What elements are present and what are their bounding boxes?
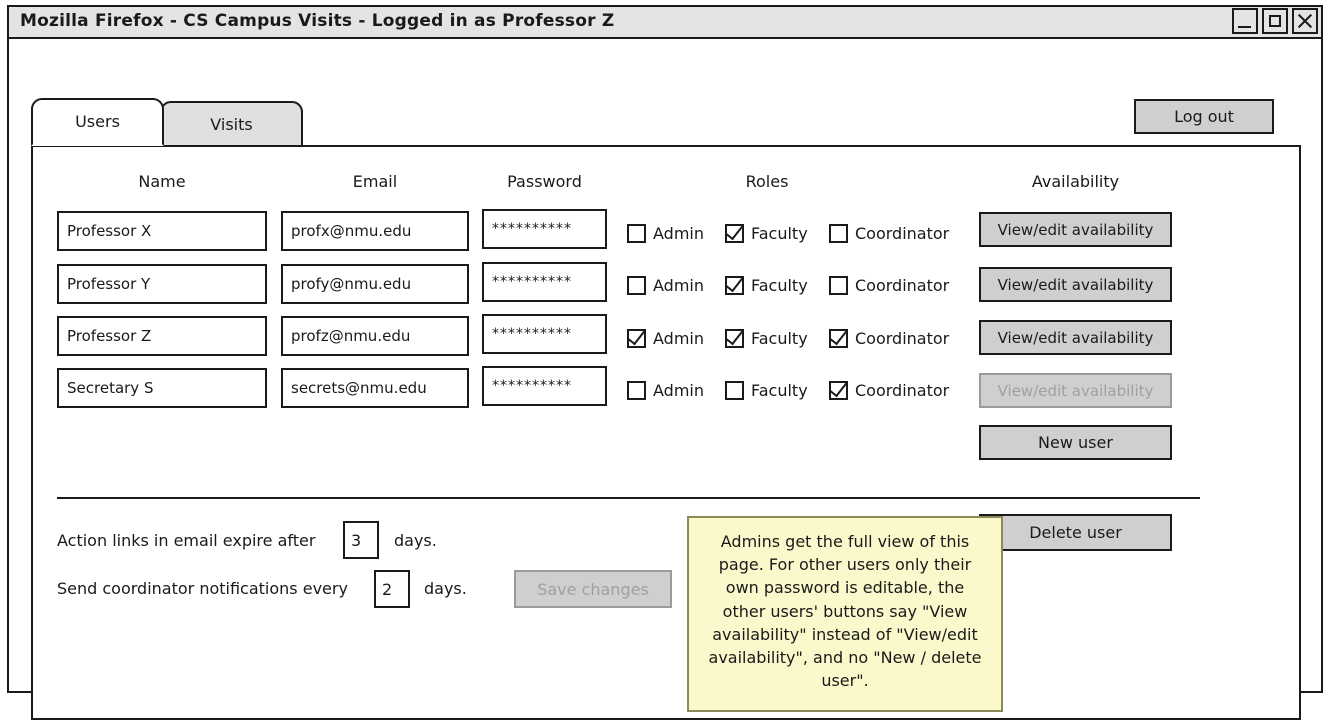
checkbox-icon — [829, 275, 848, 295]
view-edit-availability-button-disabled: View/edit availability — [979, 373, 1172, 408]
role-label-faculty: Faculty — [751, 328, 808, 348]
role-checkbox-faculty[interactable]: Faculty — [725, 265, 808, 305]
notify-setting-prefix: Send coordinator notifications every — [57, 579, 348, 598]
tab-users[interactable]: Users — [31, 98, 164, 146]
column-header-roles: Roles — [745, 172, 789, 191]
tab-users-label: Users — [75, 112, 120, 131]
checkbox-checked-icon — [627, 328, 646, 348]
role-checkbox-faculty[interactable]: Faculty — [725, 318, 808, 358]
notify-days-input[interactable]: 2 — [374, 570, 410, 608]
browser-window: Mozilla Firefox - CS Campus Visits - Log… — [7, 5, 1323, 720]
checkbox-icon — [627, 275, 646, 295]
checkbox-checked-icon — [725, 275, 744, 295]
role-label-coordinator: Coordinator — [855, 328, 950, 348]
checkbox-icon — [725, 380, 744, 400]
delete-user-label: Delete user — [1029, 523, 1122, 542]
role-label-faculty: Faculty — [751, 380, 808, 400]
maximize-icon — [1269, 15, 1281, 27]
checkbox-icon — [829, 223, 848, 243]
new-user-button[interactable]: New user — [979, 425, 1172, 460]
role-checkbox-coordinator[interactable]: Coordinator — [829, 265, 949, 305]
email-field[interactable]: secrets@nmu.edu — [281, 368, 469, 408]
close-button[interactable] — [1292, 8, 1318, 34]
password-field[interactable]: ********** — [482, 314, 607, 354]
tab-visits[interactable]: Visits — [160, 101, 303, 148]
view-edit-availability-button[interactable]: View/edit availability — [979, 320, 1172, 355]
checkbox-checked-icon — [725, 328, 744, 348]
save-changes-button: Save changes — [514, 570, 672, 608]
role-checkbox-faculty[interactable]: Faculty — [725, 213, 808, 253]
checkbox-checked-icon — [829, 380, 848, 400]
role-checkbox-admin[interactable]: Admin — [627, 370, 704, 410]
minimize-icon — [1238, 26, 1251, 28]
expire-setting-suffix: days. — [394, 531, 437, 550]
password-field[interactable]: ********** — [482, 366, 607, 406]
availability-button-label: View/edit availability — [997, 381, 1154, 400]
expire-setting-prefix: Action links in email expire after — [57, 531, 316, 550]
checkbox-icon — [627, 223, 646, 243]
expire-days-input[interactable]: 3 — [343, 521, 379, 559]
delete-user-button[interactable]: Delete user — [979, 514, 1172, 551]
column-header-name: Name — [138, 172, 186, 191]
window-title: Mozilla Firefox - CS Campus Visits - Log… — [20, 11, 615, 31]
logout-label: Log out — [1174, 107, 1234, 126]
checkbox-checked-icon — [725, 223, 744, 243]
email-field[interactable]: profy@nmu.edu — [281, 264, 469, 304]
name-field[interactable]: Professor Z — [57, 316, 267, 356]
tab-visits-label: Visits — [210, 114, 253, 134]
view-edit-availability-button[interactable]: View/edit availability — [979, 267, 1172, 302]
role-label-coordinator: Coordinator — [855, 380, 950, 400]
availability-button-label: View/edit availability — [997, 220, 1154, 239]
window-controls — [1232, 8, 1318, 34]
section-divider — [57, 497, 1200, 499]
column-header-email: Email — [352, 172, 398, 191]
availability-button-label: View/edit availability — [997, 328, 1154, 347]
view-edit-availability-button[interactable]: View/edit availability — [979, 212, 1172, 247]
email-field[interactable]: profx@nmu.edu — [281, 211, 469, 251]
role-label-admin: Admin — [653, 223, 704, 243]
logout-button[interactable]: Log out — [1134, 99, 1274, 134]
role-checkbox-admin[interactable]: Admin — [627, 213, 704, 253]
role-checkbox-faculty[interactable]: Faculty — [725, 370, 808, 410]
column-header-password: Password — [507, 172, 582, 191]
role-checkbox-admin[interactable]: Admin — [627, 318, 704, 358]
role-label-admin: Admin — [653, 328, 704, 348]
save-changes-label: Save changes — [537, 579, 649, 599]
name-field[interactable]: Secretary S — [57, 368, 267, 408]
role-checkbox-admin[interactable]: Admin — [627, 265, 704, 305]
name-field[interactable]: Professor Y — [57, 264, 267, 304]
role-label-faculty: Faculty — [751, 223, 808, 243]
checkbox-icon — [627, 380, 646, 400]
availability-button-label: View/edit availability — [997, 275, 1154, 294]
role-checkbox-coordinator[interactable]: Coordinator — [829, 318, 949, 358]
page-client-area: Visits Users Log out Name Email Password… — [9, 39, 1321, 720]
password-field[interactable]: ********** — [482, 262, 607, 302]
role-checkbox-coordinator[interactable]: Coordinator — [829, 370, 949, 410]
column-header-availability: Availability — [1031, 172, 1120, 191]
role-label-admin: Admin — [653, 380, 704, 400]
role-label-faculty: Faculty — [751, 275, 808, 295]
role-label-admin: Admin — [653, 275, 704, 295]
new-user-label: New user — [1038, 433, 1113, 452]
password-field[interactable]: ********** — [482, 209, 607, 249]
minimize-button[interactable] — [1232, 8, 1258, 34]
role-label-coordinator: Coordinator — [855, 223, 950, 243]
window-titlebar: Mozilla Firefox - CS Campus Visits - Log… — [9, 7, 1321, 39]
sticky-note: Admins get the full view of this page. F… — [687, 516, 1003, 712]
maximize-button[interactable] — [1262, 8, 1288, 34]
name-field[interactable]: Professor X — [57, 211, 267, 251]
checkbox-checked-icon — [829, 328, 848, 348]
notify-setting-suffix: days. — [424, 579, 467, 598]
role-checkbox-coordinator[interactable]: Coordinator — [829, 213, 949, 253]
role-label-coordinator: Coordinator — [855, 275, 950, 295]
email-field[interactable]: profz@nmu.edu — [281, 316, 469, 356]
